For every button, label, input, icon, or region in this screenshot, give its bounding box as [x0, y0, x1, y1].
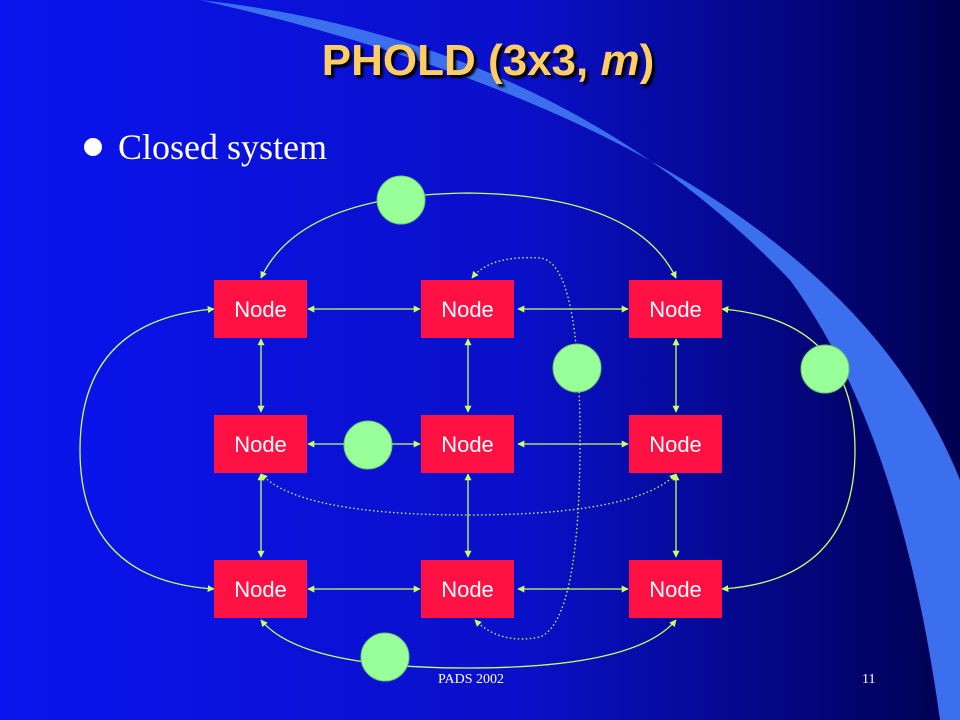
wrap-left-column	[79, 306, 215, 593]
title-close: )	[639, 36, 655, 85]
node-r1-c1: Node	[214, 280, 307, 338]
node-r3-c2: Node	[421, 560, 514, 618]
job-token-middle-row	[343, 420, 393, 470]
node-label: Node	[441, 297, 494, 322]
node-box	[214, 560, 307, 618]
node-box	[421, 415, 514, 473]
bullet-item: Closed system	[84, 122, 327, 172]
title-main: PHOLD (3x3,	[321, 36, 601, 85]
node-box	[629, 560, 722, 618]
node-box	[421, 280, 514, 338]
job-token-top	[376, 175, 426, 225]
slide-title: PHOLD (3x3, m)	[0, 36, 960, 86]
node-label: Node	[234, 577, 287, 602]
node-label: Node	[234, 297, 287, 322]
node-r2-c3: Node	[629, 415, 722, 473]
job-token-bottom	[360, 632, 410, 682]
wrap-middle-column	[471, 257, 581, 640]
node-r3-c1: Node	[214, 560, 307, 618]
node-r1-c2: Node	[421, 280, 514, 338]
node-label: Node	[649, 432, 702, 457]
node-box	[421, 560, 514, 618]
node-r2-c1: Node	[214, 415, 307, 473]
node-r2-c2: Node	[421, 415, 514, 473]
node-box	[629, 415, 722, 473]
bullet-text: Closed system	[118, 127, 328, 167]
bullet-dot-icon	[84, 138, 102, 156]
node-label: Node	[441, 577, 494, 602]
node-box	[629, 280, 722, 338]
wrap-right-column	[721, 306, 856, 593]
node-label: Node	[649, 577, 702, 602]
wrap-top-row	[260, 192, 677, 279]
node-box	[214, 415, 307, 473]
title-variable: m	[600, 36, 640, 85]
footer-page-number: 11	[862, 672, 876, 687]
job-token-right	[800, 344, 850, 394]
node-label: Node	[441, 432, 494, 457]
node-box	[214, 280, 307, 338]
wrap-bottom-row	[260, 619, 677, 669]
node-label: Node	[649, 297, 702, 322]
node-r1-c3: Node	[629, 280, 722, 338]
footer-conference: PADS 2002	[438, 672, 505, 687]
node-label: Node	[234, 432, 287, 457]
node-r3-c3: Node	[629, 560, 722, 618]
job-token-middle-column	[552, 343, 602, 393]
